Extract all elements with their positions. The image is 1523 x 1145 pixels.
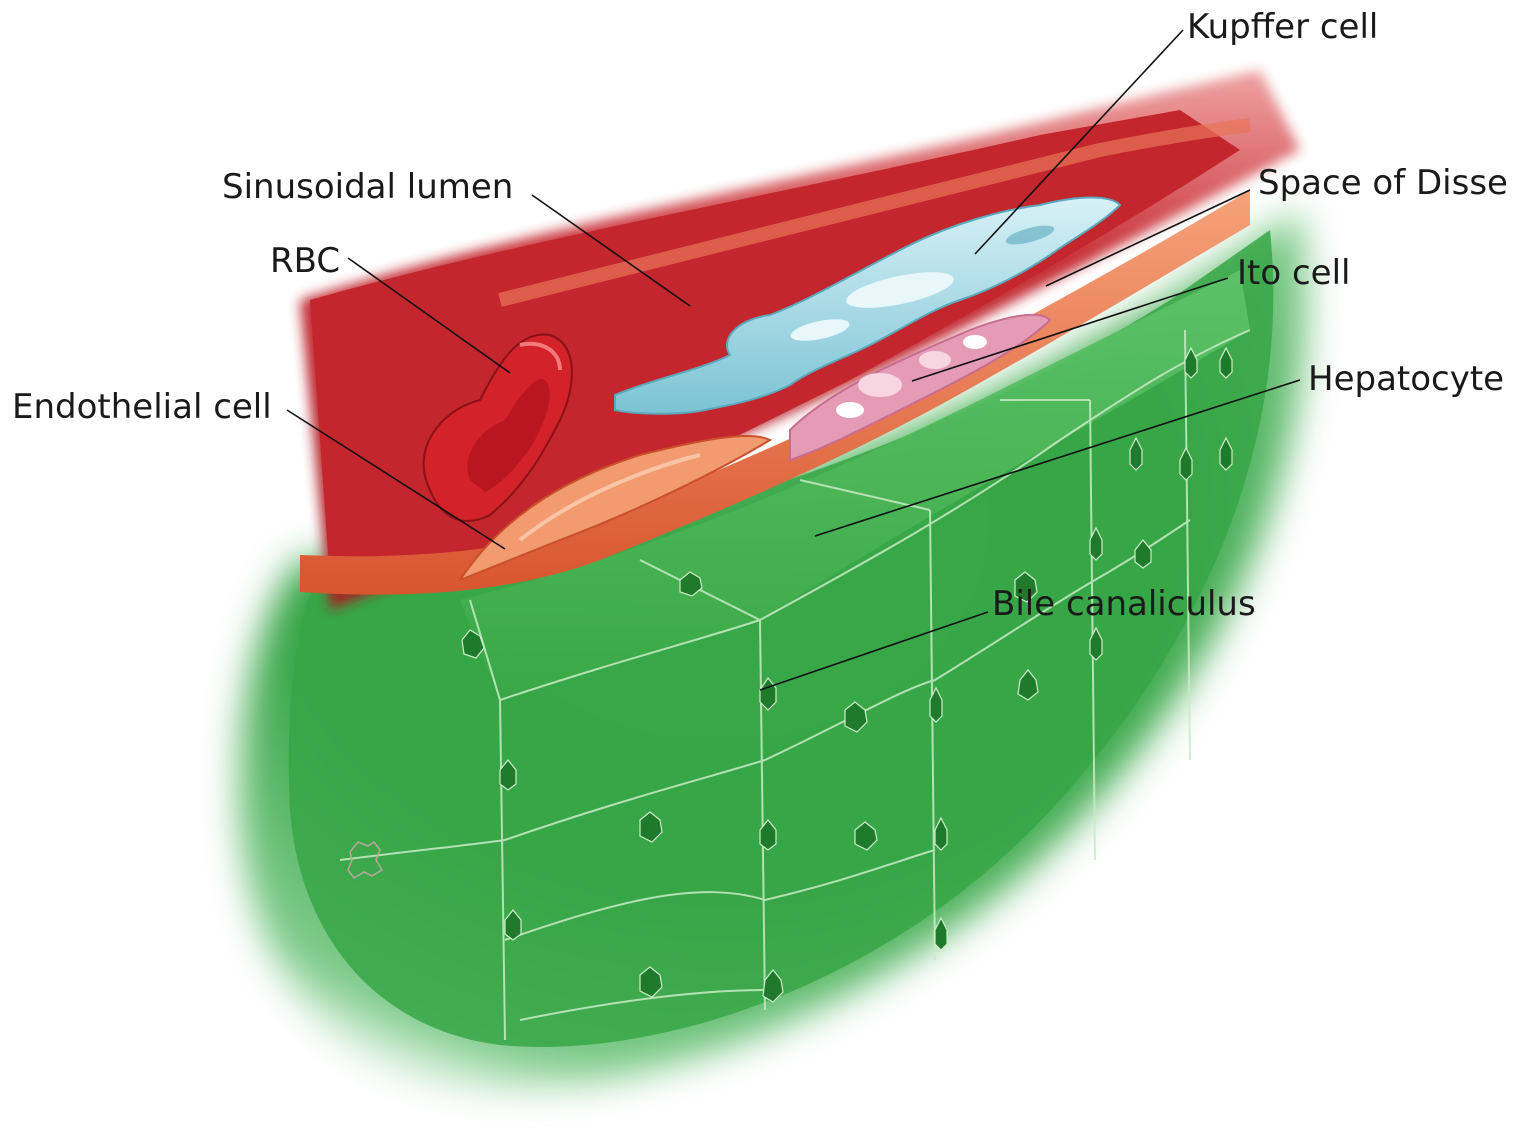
label-rbc: RBC	[270, 241, 340, 281]
label-space-of-disse: Space of Disse	[1258, 163, 1508, 203]
label-kupffer-cell: Kupffer cell	[1187, 7, 1378, 47]
label-ito-cell: Ito cell	[1237, 253, 1350, 293]
label-hepatocyte: Hepatocyte	[1308, 359, 1504, 399]
label-endothelial-cell: Endothelial cell	[12, 387, 272, 427]
label-sinusoidal-lumen: Sinusoidal lumen	[222, 167, 513, 207]
label-bile-canaliculus: Bile canaliculus	[992, 584, 1256, 624]
